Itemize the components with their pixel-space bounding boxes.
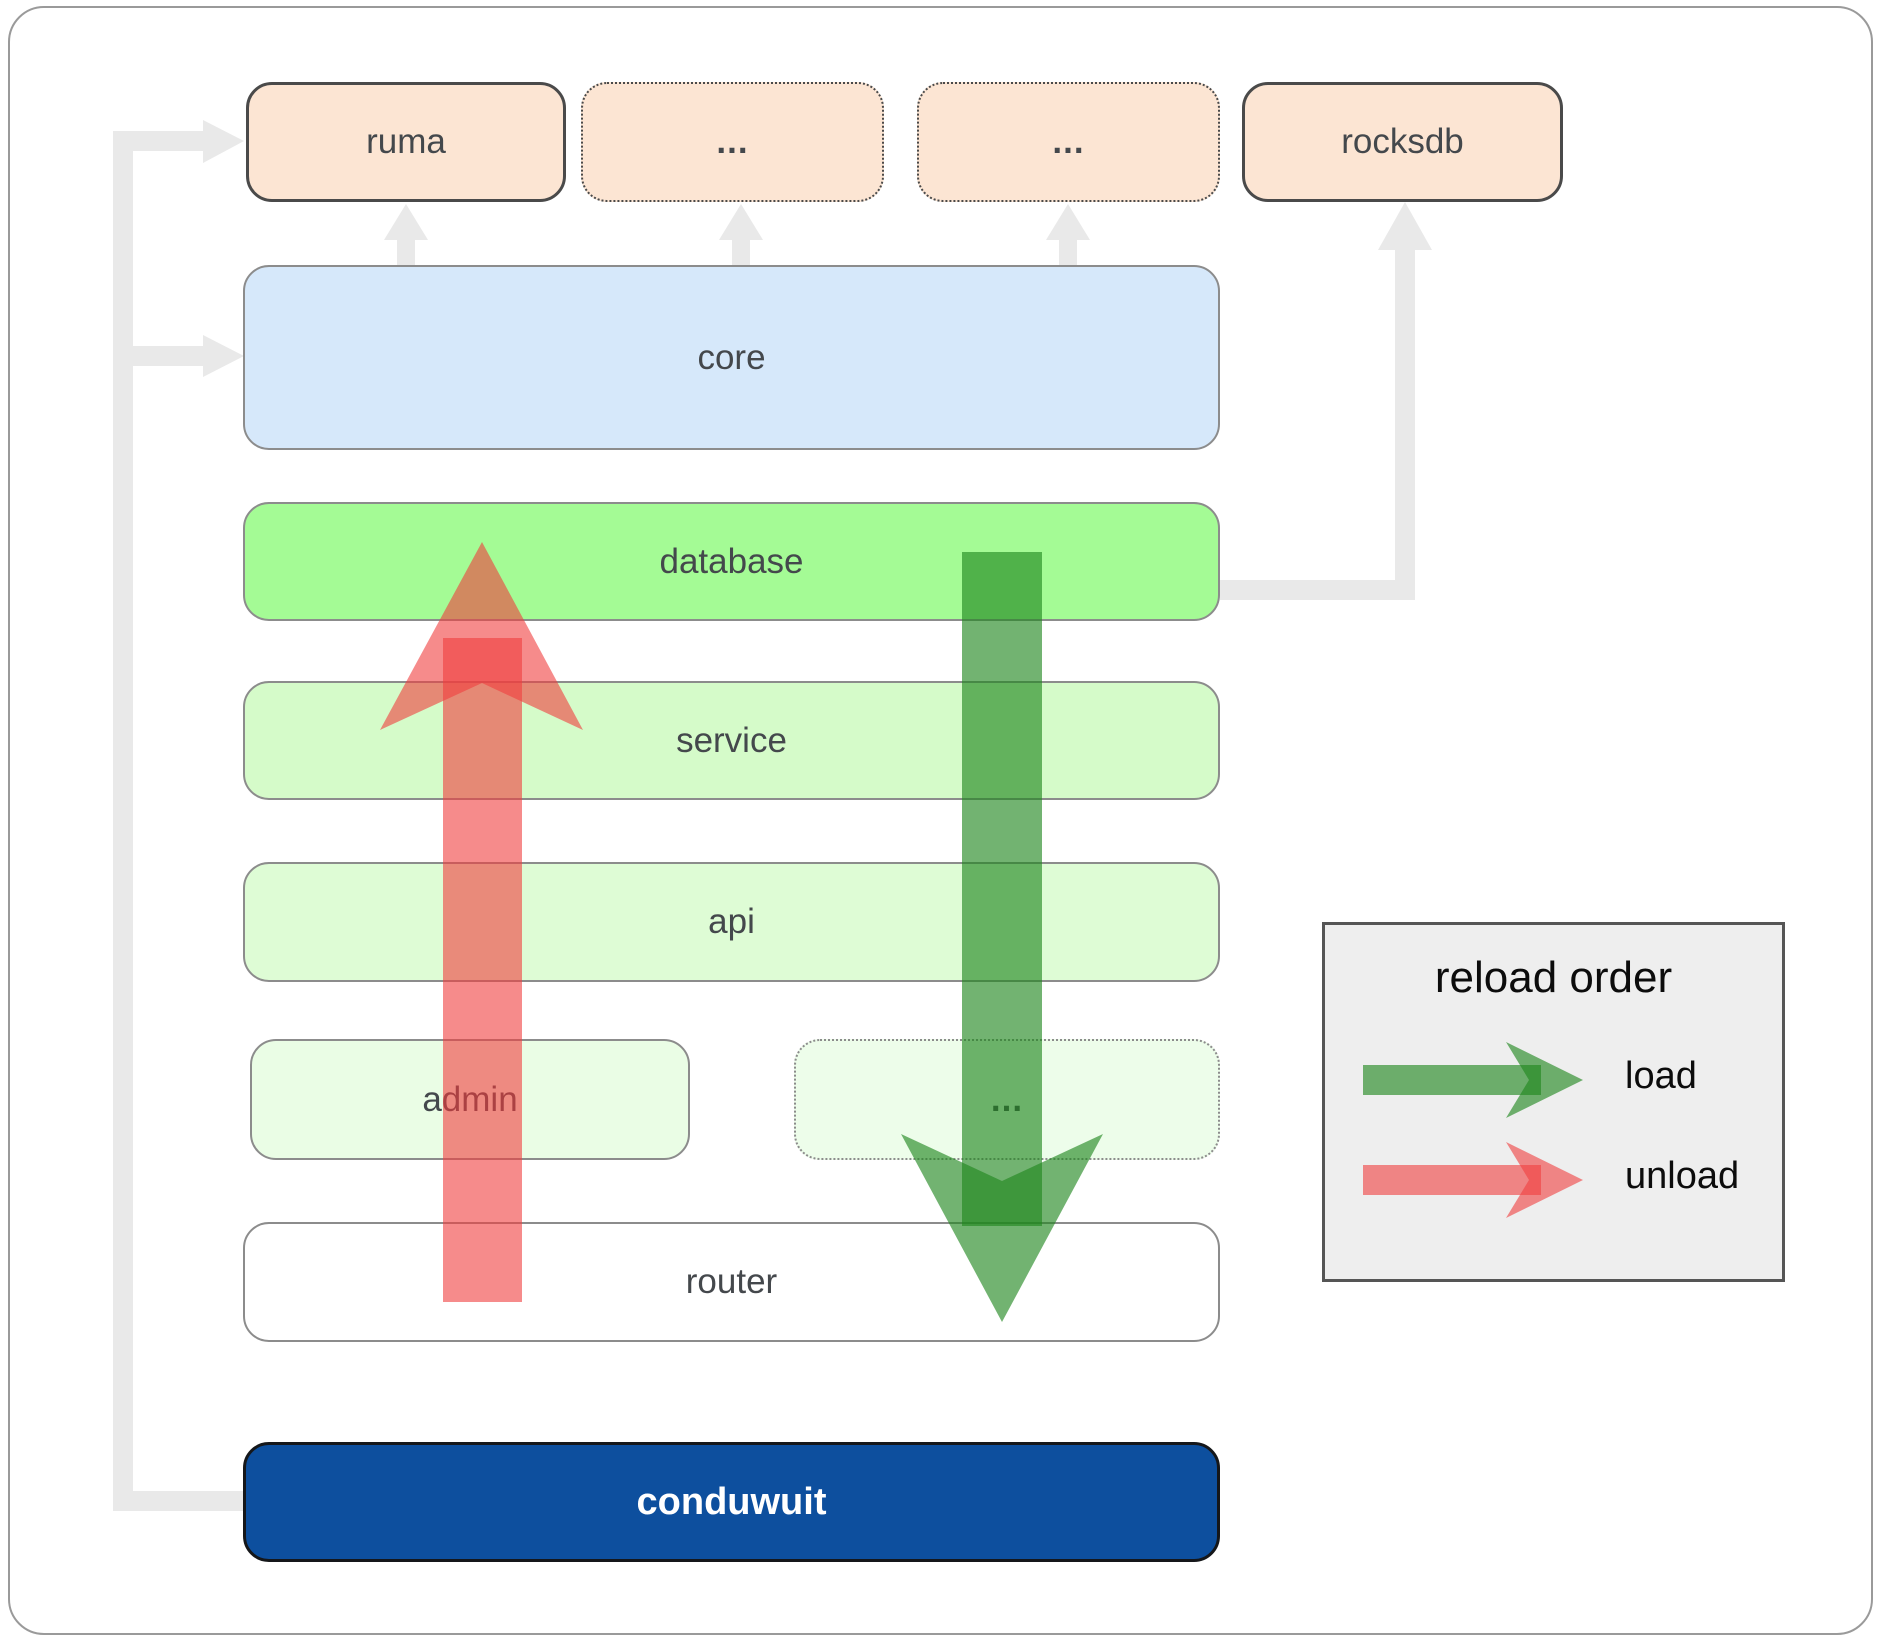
diagram-outer-frame [8, 6, 1873, 1635]
box-ruma-label: ruma [366, 122, 446, 161]
box-conduwuit-label: conduwuit [636, 1480, 827, 1523]
box-api-label: api [708, 902, 755, 941]
box-core: core [243, 265, 1220, 450]
legend: reload order load unload [1322, 922, 1785, 1282]
box-ellipsis-3-label: ... [990, 1079, 1024, 1119]
box-rocksdb-label: rocksdb [1341, 122, 1464, 161]
box-admin-label: admin [422, 1079, 518, 1119]
box-api: api [243, 862, 1220, 982]
box-database: database [243, 502, 1220, 621]
box-router: router [243, 1222, 1220, 1342]
legend-load-label: load [1625, 1055, 1697, 1097]
box-ruma: ruma [246, 82, 566, 202]
legend-unload-arrow-icon [1363, 1142, 1583, 1218]
legend-unload-label: unload [1625, 1155, 1740, 1197]
box-core-label: core [697, 337, 766, 377]
box-ellipsis-2: ... [917, 82, 1220, 202]
box-admin: admin [250, 1039, 690, 1160]
box-rocksdb: rocksdb [1242, 82, 1563, 202]
legend-load-arrow-icon [1363, 1042, 1583, 1118]
box-router-label: router [685, 1262, 778, 1301]
box-conduwuit: conduwuit [243, 1442, 1220, 1562]
box-ellipsis-1-label: ... [716, 122, 749, 161]
box-ellipsis-3: ... [794, 1039, 1220, 1160]
box-ellipsis-2-label: ... [1052, 122, 1085, 161]
box-service-label: service [676, 720, 787, 760]
box-database-label: database [659, 541, 804, 581]
box-ellipsis-1: ... [581, 82, 884, 202]
legend-title: reload order [1434, 953, 1673, 1002]
box-service: service [243, 681, 1220, 800]
